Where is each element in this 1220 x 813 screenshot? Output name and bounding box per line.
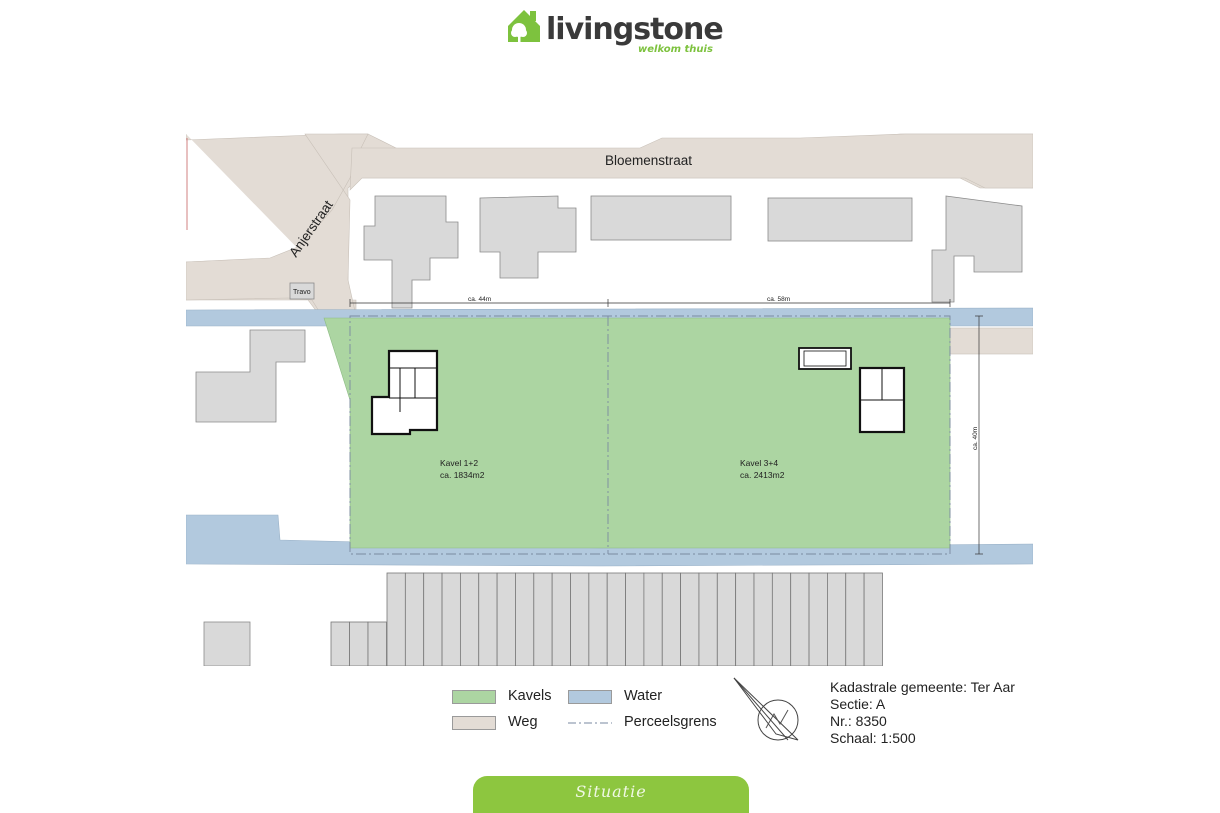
row-house — [551, 572, 571, 666]
brand-tagline: welkom thuis — [638, 44, 713, 55]
building-5 — [931, 195, 1023, 303]
footer-tab-situatie[interactable]: Situatie — [473, 776, 749, 813]
cadastral-sectie: Sectie: A — [830, 696, 886, 712]
building-sw — [203, 621, 251, 666]
row-house — [533, 572, 553, 666]
floorplan-kavel-1-2 — [370, 349, 439, 436]
building-3 — [590, 195, 732, 241]
building-6 — [195, 329, 306, 423]
row-house — [367, 621, 387, 666]
row-house — [827, 572, 847, 666]
row-house — [570, 572, 590, 666]
street-label-bloemenstraat: Bloemenstraat — [605, 153, 692, 168]
cadastral-gemeente: Kadastrale gemeente: Ter Aar — [830, 679, 1015, 695]
legend-swatch-water — [568, 690, 612, 704]
row-house — [386, 572, 406, 666]
livingstone-logo: livingstone welkom thuis — [506, 6, 724, 58]
floorplan-kavel-3-4 — [798, 347, 906, 434]
road-bloemenstraat-main — [349, 133, 1033, 191]
utility-label-travo: Travo — [293, 289, 311, 296]
legend-label-perceelsgrens: Perceelsgrens — [624, 714, 717, 730]
building-2 — [479, 195, 577, 279]
dimension-label-40m: ca. 40m — [972, 427, 979, 450]
row-house — [863, 572, 883, 666]
row-house — [423, 572, 443, 666]
row-house — [643, 572, 663, 666]
row-house — [735, 572, 755, 666]
row-house — [349, 621, 369, 666]
dimension-label-44m: ca. 44m — [468, 296, 491, 303]
dimension-label-58m: ca. 58m — [767, 296, 790, 303]
road-east-stub — [949, 327, 1033, 355]
row-house — [680, 572, 700, 666]
legend-label-weg: Weg — [508, 714, 538, 730]
cadastral-schaal: Schaal: 1:500 — [830, 730, 916, 746]
row-house — [698, 572, 718, 666]
row-house — [661, 572, 682, 666]
row-house — [845, 572, 865, 666]
row-house — [808, 572, 828, 666]
north-arrow-icon — [733, 677, 799, 741]
row-house — [330, 621, 350, 666]
row-house — [459, 572, 480, 666]
building-4 — [767, 197, 913, 242]
row-house — [404, 572, 425, 666]
cadastral-info: Kadastrale gemeente: Ter Aar Sectie: A N… — [830, 679, 1015, 747]
legend-swatch-weg — [452, 716, 496, 730]
row-house — [496, 572, 516, 666]
water-south — [186, 514, 1033, 567]
row-house — [625, 572, 645, 666]
row-house — [716, 572, 737, 666]
row-house — [790, 572, 810, 666]
perceelsgrens-lines — [349, 315, 951, 555]
row-house — [588, 572, 608, 666]
lot-name-1-2: Kavel 1+2 — [440, 458, 478, 468]
legend-label-kavels: Kavels — [508, 688, 552, 704]
building-1 — [363, 195, 459, 309]
brand-name: livingstone — [546, 12, 724, 47]
lot-name-3-4: Kavel 3+4 — [740, 458, 778, 468]
row-house — [441, 572, 461, 666]
row-house — [515, 572, 535, 666]
row-houses — [330, 572, 883, 666]
lot-area-3-4: ca. 2413m2 — [740, 470, 785, 480]
legend-label-water: Water — [624, 688, 663, 704]
row-house — [753, 572, 773, 666]
map-legend: Kavels Water Weg Perceelsgrens — [452, 688, 732, 738]
house-tree-icon — [508, 10, 540, 46]
cadastral-nr: Nr.: 8350 — [830, 713, 887, 729]
row-house — [606, 572, 626, 666]
legend-swatch-perceelsgrens — [568, 722, 612, 724]
row-house — [771, 572, 792, 666]
building-travo — [289, 282, 315, 300]
legend-swatch-kavels — [452, 690, 496, 704]
footer-tab-label: Situatie — [575, 782, 647, 801]
lot-area-1-2: ca. 1834m2 — [440, 470, 485, 480]
row-house — [478, 572, 498, 666]
